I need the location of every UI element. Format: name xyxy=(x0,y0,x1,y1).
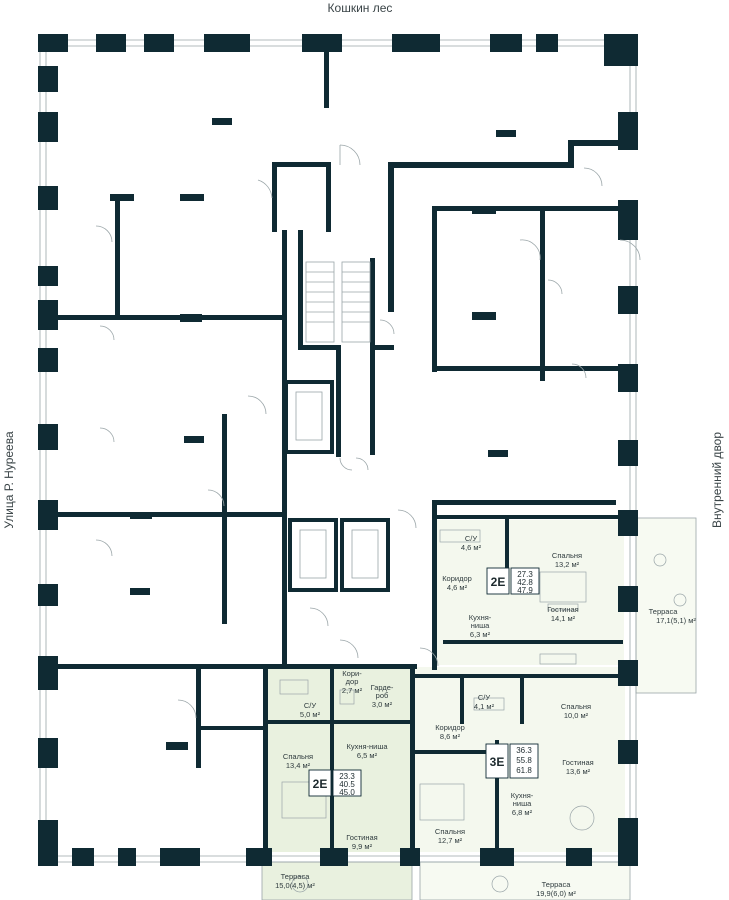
unit-c-living-label: Гостиная xyxy=(562,758,593,767)
unit-c-bath-label: С/У xyxy=(478,693,491,702)
unit-c-area-with-terrace: 61.8 xyxy=(516,766,532,775)
unit-a-bedroom-label: Спальня xyxy=(552,551,582,560)
unit-b-corridor-label-2: дор xyxy=(346,677,359,686)
terrace-a-fill[interactable] xyxy=(635,517,697,694)
unit-a-labels: С/У 4,6 м² Спальня 13,2 м² Коридор 4,6 м… xyxy=(442,534,696,639)
unit-b-terrace-area: 15,0(4,5) м² xyxy=(275,881,315,890)
unit-b-code: 2E xyxy=(313,777,328,791)
unit-a-terrace-label: Терраса xyxy=(649,607,679,616)
street-west-label: Улица Р. Нуреева xyxy=(2,431,16,529)
unit-c-bedroom-1-label: Спальня xyxy=(561,702,591,711)
unit-b-bedroom-area: 13,4 м² xyxy=(286,761,311,770)
unit-b-kitchen-area: 6,5 м² xyxy=(357,751,378,760)
unit-c-kitchen-area: 6,8 м² xyxy=(512,808,533,817)
terrace-b-fill[interactable] xyxy=(261,861,413,900)
unit-b-corridor-label-1: Кори- xyxy=(342,669,362,678)
unit-c-area-total: 55.8 xyxy=(516,756,532,765)
unit-c-bedroom-2-label: Спальня xyxy=(435,827,465,836)
exterior-piers xyxy=(38,34,638,866)
staircase xyxy=(305,261,371,343)
unit-b-corridor-area: 2,7 м² xyxy=(342,686,363,695)
unit-b-fill[interactable] xyxy=(265,667,410,852)
unit-a-living-label: Гостиная xyxy=(547,605,578,614)
unit-c-bedroom-1-area: 10,0 м² xyxy=(564,711,589,720)
street-east-label: Внутренний двор xyxy=(710,432,724,528)
unit-c-corridor-label: Коридор xyxy=(435,723,465,732)
unit-b-wardrobe-label-2: роб xyxy=(376,691,389,700)
unit-a-bedroom-area: 13,2 м² xyxy=(555,560,580,569)
unit-c-terrace-area: 19,9(6,0) м² xyxy=(536,889,576,898)
unit-a-bath-label: С/У xyxy=(465,534,478,543)
unit-b-bedroom-label: Спальня xyxy=(283,752,313,761)
unit-c-bedroom-2-area: 12,7 м² xyxy=(438,836,463,845)
unit-a-corridor-label: Коридор xyxy=(442,574,472,583)
unit-c-kitchen-label-2: ниша xyxy=(513,799,532,808)
unit-c-living-area: 13,6 м² xyxy=(566,767,591,776)
unit-a-bath-area: 4,6 м² xyxy=(461,543,482,552)
unit-a-code: 2E xyxy=(491,575,506,589)
unit-a-terrace-area: 17,1(5,1) м² xyxy=(656,616,696,625)
unit-b-area-living: 23.3 xyxy=(339,772,355,781)
unit-b-wardrobe-area: 3,0 м² xyxy=(372,700,393,709)
elevators xyxy=(284,380,390,592)
unit-a-area-living: 27.3 xyxy=(517,570,533,579)
unit-b-living-area: 9,9 м² xyxy=(352,842,373,851)
unit-a-kitchen-label-1: Кухня- xyxy=(469,613,492,622)
unit-a-area-with-terrace: 47.9 xyxy=(517,586,533,595)
unit-c-bath-area: 4,1 м² xyxy=(474,702,495,711)
terrace-c-fill[interactable] xyxy=(419,861,631,900)
unit-b-area-with-terrace: 45.0 xyxy=(339,788,355,797)
unit-b-living-label: Гостиная xyxy=(346,833,377,842)
furniture xyxy=(279,529,687,893)
unit-b-kitchen-label: Кухня-ниша xyxy=(346,742,388,751)
unit-c-corridor-area: 8,6 м² xyxy=(440,732,461,741)
unit-b-labels: Кори- дор 2,7 м² С/У 5,0 м² Гарде- роб 3… xyxy=(275,669,394,890)
unit-a-area-total: 42.8 xyxy=(517,578,533,587)
unit-b-bath-area: 5,0 м² xyxy=(300,710,321,719)
door-swings xyxy=(95,144,641,719)
unit-a-kitchen-label-2: ниша xyxy=(471,621,490,630)
columns xyxy=(110,118,516,750)
unit-c-terrace-label: Терраса xyxy=(542,880,572,889)
unit-c-code: 3E xyxy=(490,755,505,769)
unit-a-living-area: 14,1 м² xyxy=(551,614,576,623)
unit-c-kitchen-label-1: Кухня- xyxy=(511,791,534,800)
unit-c-area-living: 36.3 xyxy=(516,746,532,755)
unit-c-labels: С/У 4,1 м² Спальня 10,0 м² Коридор 8,6 м… xyxy=(435,693,594,898)
unit-b-area-total: 40.5 xyxy=(339,780,355,789)
unit-b-wardrobe-label-1: Гарде- xyxy=(371,683,394,692)
unit-a-corridor-area: 4,6 м² xyxy=(447,583,468,592)
unit-b-bath-label: С/У xyxy=(304,701,317,710)
street-north-label: Кошкин лес xyxy=(328,1,393,15)
unit-a-kitchen-area: 6,3 м² xyxy=(470,630,491,639)
unit-b-terrace-label: Терраса xyxy=(281,872,311,881)
